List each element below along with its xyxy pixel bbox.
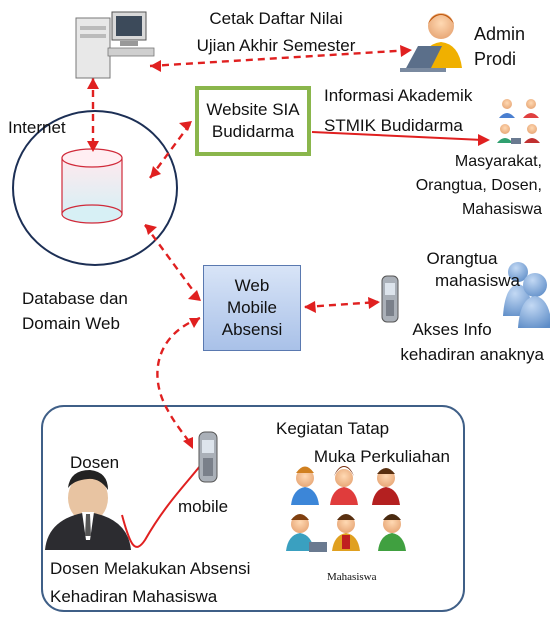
audience-line2: Orangtua, Dosen, [415, 177, 542, 194]
academic-info-label: Informasi Akademik STMIK Budidarma [324, 85, 472, 137]
lecturer-label: Dosen [70, 453, 120, 472]
database-line2: Domain Web [22, 314, 120, 333]
web-mobile-line1: Web [234, 276, 270, 295]
internet-label: Internet [8, 118, 66, 137]
connector-lecturer-phone [121, 465, 201, 548]
access-line1: Akses Info [412, 320, 492, 339]
web-mobile-line2: Mobile [226, 298, 278, 317]
parents-icon [503, 262, 550, 328]
database-label: Database dan Domain Web [22, 286, 128, 336]
server-computer-icon [75, 11, 155, 79]
print-grades-line1: Cetak Daftar Nilai [209, 9, 343, 28]
connector-webmobile-phone [304, 300, 379, 309]
print-grades-line2: Ujian Akhir Semester [196, 36, 356, 55]
info-line1: Informasi Akademik [324, 86, 473, 105]
students-icon [286, 466, 406, 552]
sia-line1: Website SIA [206, 100, 300, 119]
print-grades-label: Cetak Daftar Nilai Ujian Akhir Semester [186, 8, 366, 57]
web-mobile-absensi-box: Web Mobile Absensi [203, 265, 301, 351]
website-sia-box: Website SIA Budidarma [195, 86, 311, 156]
audience-line1: Masyarakat, [454, 153, 542, 170]
mobile-label: mobile [178, 497, 229, 516]
audience-label: Masyarakat, Orangtua, Dosen, Mahasiswa [398, 150, 542, 222]
access-line2: kehadiran anaknya [400, 345, 544, 364]
info-line2: STMIK Budidarma [324, 116, 463, 135]
web-mobile-line3: Absensi [221, 320, 283, 339]
connector-database-webmobile [144, 224, 201, 301]
class-line2: Muka Perkuliahan [313, 447, 450, 466]
connector-sia-audience [311, 131, 484, 141]
attendance-label: Dosen Melakukan Absensi Kehadiran Mahasi… [50, 558, 250, 608]
audience-line3: Mahasiswa [461, 201, 542, 218]
class-line1: Kegiatan Tatap [276, 419, 390, 438]
admin-label: Admin Prodi [474, 22, 525, 72]
phone-lecture-icon [198, 431, 218, 483]
admin-person-icon [400, 13, 462, 72]
sia-line2: Budidarma [211, 122, 295, 141]
attendance-line1: Dosen Melakukan Absensi [50, 559, 251, 578]
connector-server-admin [149, 48, 413, 68]
admin-line2: Prodi [474, 49, 517, 69]
connector-webmobile-lecture [156, 316, 201, 447]
phone-parents-icon [381, 275, 399, 323]
parents-line1: Orangtua [426, 249, 498, 268]
access-info-label: Akses Info kehadiran anaknya [380, 319, 544, 366]
attendance-line2: Kehadiran Mahasiswa [50, 587, 218, 606]
admin-line1: Admin [474, 24, 526, 44]
students-label: Mahasiswa [327, 571, 377, 583]
lecture-group-box [41, 405, 465, 612]
database-line1: Database dan [22, 289, 128, 308]
audience-group-icon [497, 99, 540, 144]
lecturer-icon [45, 470, 131, 550]
parents-label: Orangtua mahasiswa [404, 248, 520, 292]
database-icon [61, 148, 123, 224]
class-activity-label: Kegiatan Tatap Muka Perkuliahan [270, 418, 450, 468]
parents-line2: mahasiswa [434, 271, 520, 290]
